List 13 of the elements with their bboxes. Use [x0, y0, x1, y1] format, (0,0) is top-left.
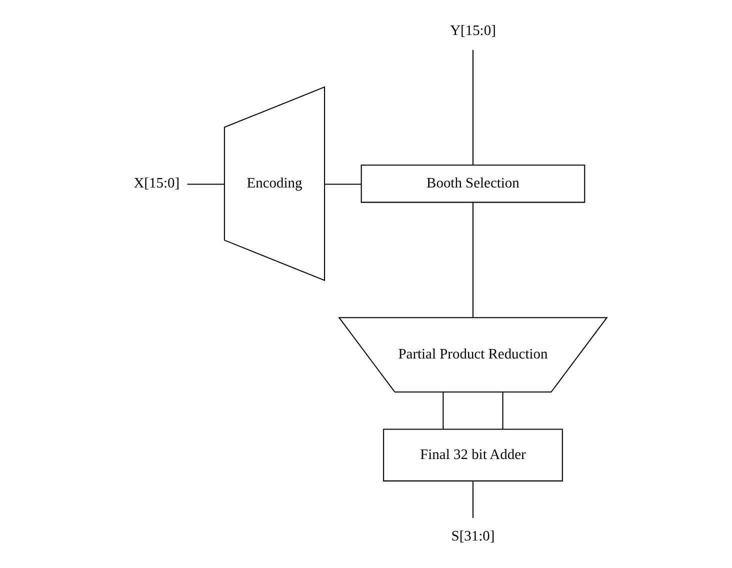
- connector: [472, 481, 473, 518]
- node-box: Encoding: [223, 86, 325, 282]
- node-text: S[31:0]: [450, 528, 494, 545]
- connector: [502, 392, 503, 429]
- connector: [186, 184, 224, 185]
- node-text: Y[15:0]: [450, 23, 496, 40]
- node-text: X[15:0]: [133, 176, 180, 192]
- connector: [472, 202, 473, 318]
- connector: [442, 392, 444, 429]
- node-box: Final 32 bit Adder: [382, 428, 562, 482]
- connector: [324, 184, 361, 185]
- connector: [472, 50, 473, 165]
- node-box: Booth Selection: [360, 164, 585, 203]
